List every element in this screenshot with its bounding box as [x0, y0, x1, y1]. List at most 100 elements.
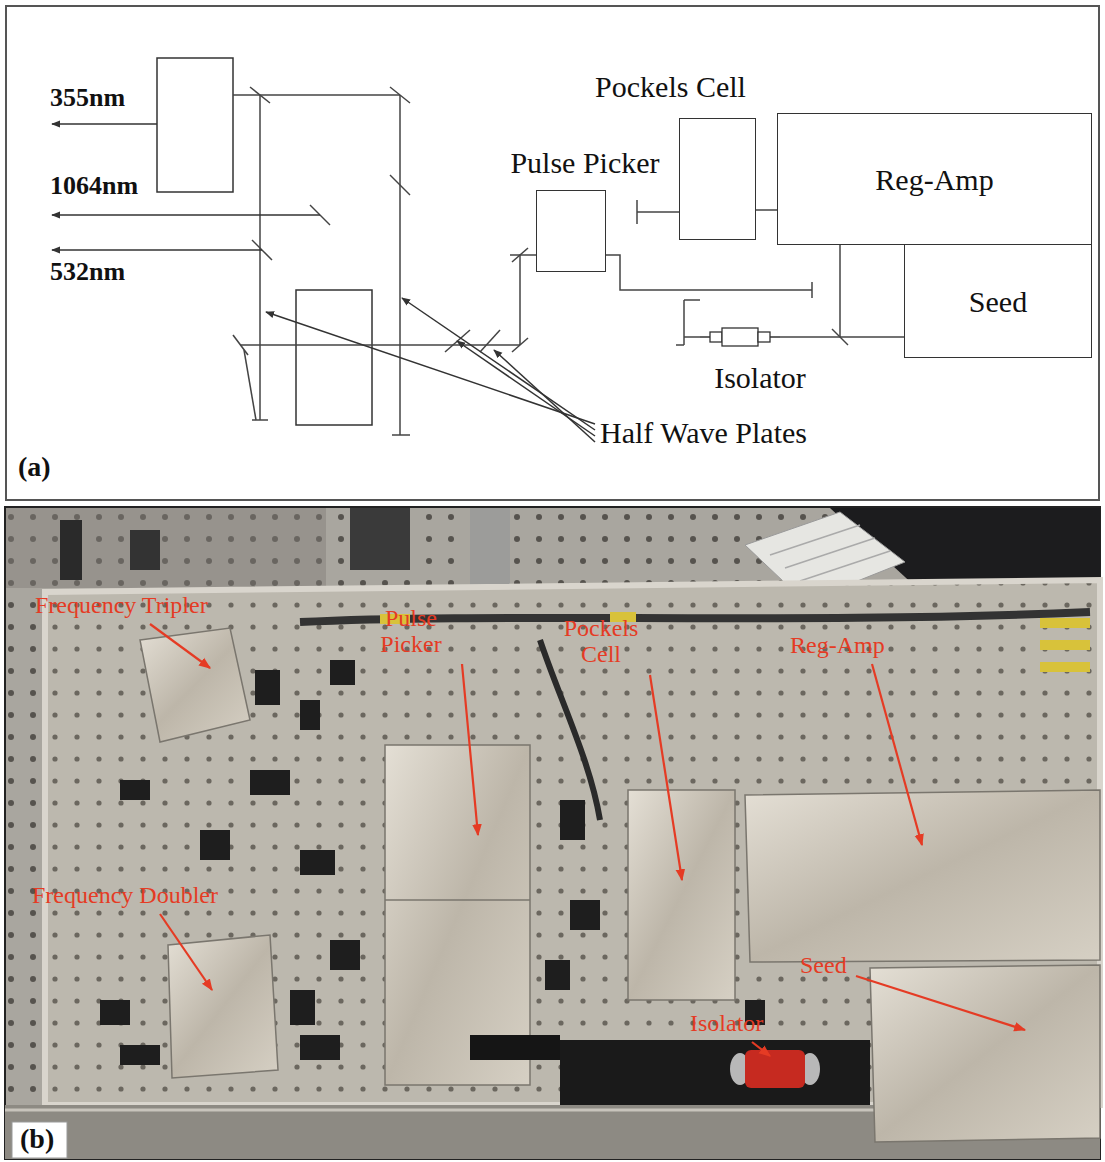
component-name: Pulse Picker [510, 146, 659, 179]
photo-callout: Isolator [690, 1010, 763, 1036]
output-arrow [52, 214, 320, 216]
component-box: Pulse Picker [536, 190, 606, 272]
cable-bundle [1040, 662, 1090, 672]
optic-mount [100, 1000, 130, 1025]
leader-arrow [402, 298, 595, 430]
beam-path [512, 248, 528, 262]
metal-housing [385, 899, 530, 901]
beam-path [250, 87, 270, 103]
photo-ground [5, 507, 1100, 1159]
panel-frame [6, 6, 1099, 500]
photo-callout: Reg-Amp [790, 632, 885, 658]
beam-path [233, 335, 248, 355]
mount-plate [470, 1035, 560, 1060]
beam-path [480, 330, 500, 352]
isolator-photo [730, 1050, 820, 1088]
optic-mount [300, 700, 320, 730]
metal-housing [140, 628, 250, 742]
leader-arrow [494, 350, 595, 442]
optic-mount [290, 990, 315, 1025]
beam-path [811, 282, 813, 298]
lab-equipment [350, 508, 410, 570]
photo-ground [6, 508, 326, 588]
optic-mount [300, 850, 335, 875]
beam-path [233, 87, 848, 435]
beam-path [244, 350, 256, 420]
component-name: Pockels Cell [595, 70, 746, 103]
optic-mount [255, 670, 280, 705]
leader-arrow [266, 312, 595, 424]
metal-housing [168, 935, 278, 1078]
beam-path [252, 419, 268, 421]
leader-arrow [150, 624, 210, 668]
leader-arrow [752, 1042, 770, 1056]
beam-path [510, 254, 536, 256]
metal-housing [385, 745, 530, 1085]
photo-callout: Frequency Tripler [35, 592, 208, 618]
cable-bundle [1040, 640, 1090, 650]
crystal-box [296, 290, 372, 425]
beam-path [392, 434, 410, 436]
beam-path [399, 95, 401, 435]
metal-housing [140, 628, 1100, 1142]
optic-mount [330, 660, 355, 685]
optic-mount [120, 1045, 160, 1065]
beam-path [676, 344, 684, 346]
wavelength-label: 1064nm [50, 172, 138, 201]
optic-mount [250, 770, 290, 795]
optic-mount [300, 1035, 340, 1060]
optic-mount [570, 900, 600, 930]
beam-path [233, 94, 400, 96]
wavelength-label: 355nm [50, 84, 125, 113]
isolator-photo [745, 1050, 805, 1088]
output-arrow [52, 249, 262, 251]
leader-arrow [150, 624, 1025, 1056]
beam-path [636, 200, 638, 224]
leader-arrow [462, 664, 478, 835]
beam-connector [780, 336, 904, 338]
isolator-symbol [722, 328, 758, 346]
panel-label: (b) [20, 1124, 54, 1155]
leader-arrow [650, 675, 682, 880]
component-name: Reg-Amp [875, 163, 993, 196]
part-label: Half Wave Plates [600, 416, 807, 449]
beam-path [684, 336, 700, 338]
leader-arrow [266, 298, 595, 442]
photo-callout: Frequency Doubler [32, 882, 218, 908]
optic-mount [545, 960, 570, 990]
lab-equipment [130, 530, 160, 570]
lab-equipment [60, 520, 82, 580]
panel-frame [6, 6, 1099, 500]
lab-equipment [770, 525, 890, 581]
laser-enclosure [5, 580, 1100, 1159]
cable-bundle [1040, 618, 1090, 628]
metal-housing [745, 790, 1100, 962]
isolator-symbol: Isolator [700, 325, 780, 349]
beam-connector [756, 209, 777, 211]
mount-plate [560, 1040, 870, 1105]
metal-housing [628, 790, 735, 1000]
optic-mount [120, 780, 150, 800]
beam-path [519, 255, 521, 345]
panel-tag [12, 1122, 67, 1158]
leader-arrow [160, 914, 212, 990]
leader-arrow [457, 341, 595, 436]
beam-path [683, 300, 685, 345]
photo-callout: Pulse Picker [365, 605, 457, 658]
beam-path [839, 245, 841, 337]
beam-path [390, 87, 410, 103]
panel-tag [12, 1122, 67, 1158]
photo-callout: Seed [800, 952, 847, 978]
component-box: Seed [904, 244, 1092, 358]
beam-path [684, 299, 700, 301]
output-arrow [52, 123, 157, 125]
wavelength-label: 532nm [50, 258, 125, 287]
crystal-box [157, 58, 372, 425]
beam-path [240, 344, 520, 346]
isolator-symbol [758, 332, 770, 342]
beam-path [390, 175, 410, 195]
mount-plate [470, 1035, 870, 1105]
beam-path [637, 211, 679, 213]
component-name: Seed [969, 285, 1027, 318]
crystal-box [157, 58, 233, 192]
